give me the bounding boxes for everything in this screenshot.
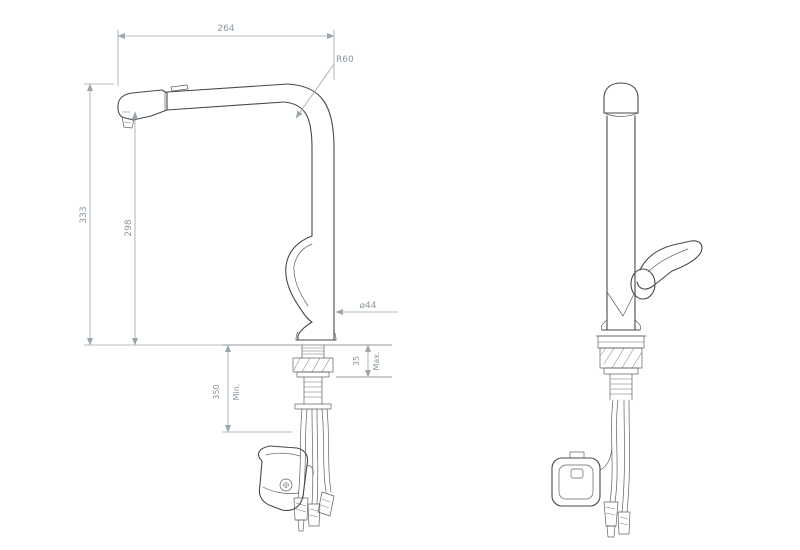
front-cap	[603, 82, 639, 117]
front-view-drawing	[551, 82, 703, 538]
spout-arm	[166, 83, 289, 111]
dim-label-body-diameter: ⌀44	[360, 301, 377, 311]
deck-lines	[222, 344, 392, 378]
faucet-base	[295, 331, 337, 341]
spout-neck-body	[283, 83, 335, 341]
dimension-deck-thickness: 35 Max.	[352, 344, 381, 378]
dimension-annotations: 264 R60 333 298 ⌀44 35 Max.	[79, 24, 398, 433]
mounting-hardware-side	[292, 344, 334, 410]
handle-side	[285, 235, 313, 341]
dimension-spout-reach: 264	[117, 24, 335, 86]
dimension-body-diameter: ⌀44	[335, 301, 398, 315]
dimension-overall-height: 333	[79, 83, 222, 346]
side-view-drawing	[117, 83, 392, 532]
handle-front	[630, 240, 703, 300]
dim-label-hose-length-qualifier: Min.	[232, 384, 241, 401]
hose-fittings-side	[293, 491, 335, 532]
dim-label-spout-reach: 264	[217, 24, 234, 34]
dim-label-spout-radius: R60	[336, 55, 354, 65]
supply-hoses-side	[297, 408, 332, 505]
front-body-facets	[600, 291, 642, 331]
stored-spray-head-front	[551, 451, 601, 507]
mounting-hardware-front	[595, 335, 647, 401]
dim-label-outlet-height: 298	[124, 219, 134, 236]
dim-label-deck-thickness-qualifier: Max.	[372, 351, 381, 370]
dimension-hose-length: 350 Min.	[212, 344, 292, 433]
dimension-outlet-height: 298	[122, 111, 138, 346]
supply-hoses-front	[599, 399, 630, 513]
stored-spray-head	[258, 445, 314, 511]
dim-label-overall-height: 333	[79, 206, 89, 223]
dim-label-hose-length-value: 350	[212, 384, 221, 399]
hose-fittings-front	[603, 501, 631, 538]
dimension-spout-radius: R60	[295, 55, 354, 119]
dim-label-deck-thickness-value: 35	[352, 356, 361, 366]
